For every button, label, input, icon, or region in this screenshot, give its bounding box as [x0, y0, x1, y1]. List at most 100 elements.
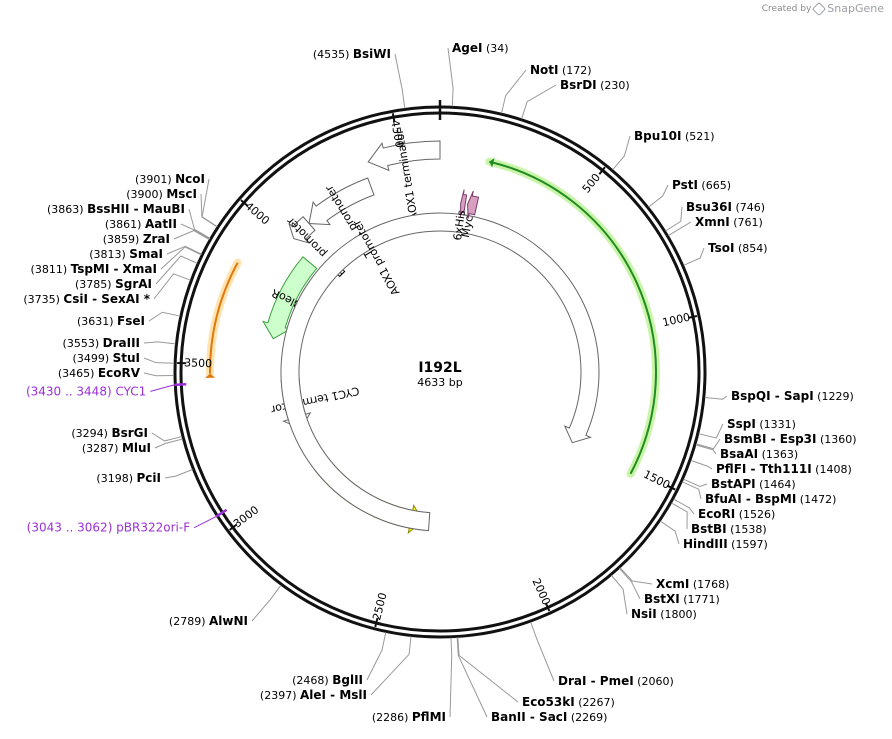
site-leader	[673, 498, 695, 515]
primer-sites: (3430 .. 3448) CYC1(3043 .. 3062) pBR322…	[26, 383, 228, 535]
site-leader	[143, 372, 175, 377]
credit-prefix: Created by	[761, 3, 812, 14]
site-leader	[660, 520, 680, 545]
site-label: (3499) StuI	[73, 351, 140, 365]
ring-tick-label: 4000	[242, 199, 272, 227]
site-label: PstI (665)	[672, 178, 731, 192]
ring-tick-label: 2500	[370, 591, 389, 621]
site-label: BsmBI - Esp3I (1360)	[724, 432, 857, 446]
ring-tick-label: 3500	[184, 356, 212, 370]
site-leader	[501, 69, 527, 114]
site-label: (3863) BssHII - MauBI	[47, 202, 185, 216]
site-leader	[251, 584, 282, 622]
site-label: BstAPI (1464)	[711, 477, 796, 491]
site-label: EcoRI (1526)	[698, 507, 775, 521]
site-leader	[521, 84, 557, 119]
site-label: (3785) SgrAI	[75, 277, 152, 291]
site-leader	[447, 47, 454, 107]
primer-leader	[193, 515, 217, 529]
site-label: Bsu36I (746)	[686, 200, 765, 214]
site-leader	[188, 208, 211, 239]
primer-leader	[150, 384, 175, 392]
site-label: (3294) BsrGI	[71, 426, 148, 440]
site-leader	[148, 311, 181, 322]
ring-tick	[598, 166, 606, 175]
site-leader	[394, 53, 406, 109]
site-label: BstXI (1771)	[644, 592, 720, 606]
site-leader	[683, 478, 708, 487]
site-leader	[164, 469, 193, 479]
site-label: (2286) PflMI	[372, 710, 446, 724]
site-label: (3861) AatII	[105, 217, 177, 231]
site-leader	[370, 636, 412, 696]
site-leader	[695, 444, 717, 455]
ring-tick-label: 1500	[641, 468, 672, 492]
site-label: NsiI (1800)	[631, 607, 697, 621]
site-label: (3198) PciI	[96, 471, 161, 485]
site-label: (2789) AlwNI	[169, 614, 248, 628]
site-label: (3465) EcoRV	[58, 366, 141, 380]
site-label: (2397) AleI - MslI	[260, 688, 367, 702]
site-label: NotI (172)	[530, 63, 592, 77]
ring-tick-label: 1000	[661, 311, 691, 330]
site-label: Bpu10I (521)	[634, 129, 715, 143]
site-label: BspQI - SapI (1229)	[731, 389, 854, 403]
site-leader	[160, 246, 202, 270]
site-label: (4535) BsiWI	[313, 47, 391, 61]
feature-arrow	[459, 189, 468, 218]
feature-arrow	[288, 216, 316, 244]
plasmid-name: I192L	[418, 360, 461, 376]
site-leader	[668, 221, 692, 236]
ring-tick-label: 3000	[231, 503, 261, 530]
site-leader	[671, 502, 688, 530]
site-label: (3900) MscI	[126, 187, 197, 201]
site-label: (3553) DraIII	[63, 336, 140, 350]
ring-tick-label: 4500	[388, 119, 406, 149]
site-leader	[155, 255, 198, 285]
ring-tick	[544, 602, 551, 612]
primer-label: (3043 .. 3062) pBR322ori-F	[27, 521, 191, 535]
site-label: BanII - SacI (2269)	[491, 710, 607, 724]
insert-band-arrowhead	[489, 157, 495, 168]
site-label: (3287) MluI	[82, 441, 151, 455]
site-label: (3859) ZraI	[103, 232, 170, 246]
site-leader	[665, 206, 683, 232]
backbone-ring	[173, 100, 707, 639]
site-label: XcmI (1768)	[656, 577, 729, 591]
site-leader	[154, 438, 183, 449]
site-leader	[690, 459, 713, 470]
site-label: (3631) FseI	[77, 314, 145, 328]
site-leader	[180, 223, 210, 240]
site-label: XmnI (761)	[695, 215, 763, 229]
site-label: AgeI (34)	[452, 41, 509, 55]
site-leader	[449, 637, 453, 718]
site-leader	[648, 184, 669, 208]
site-leader	[151, 432, 183, 442]
snapgene-logo-icon	[812, 1, 827, 16]
site-leader	[682, 481, 702, 500]
site-label: (2468) BglII	[292, 673, 363, 687]
feature-arrow	[467, 190, 480, 219]
site-leader	[456, 637, 488, 718]
site-label: (3813) SmaI	[89, 247, 163, 261]
insert-band	[209, 262, 239, 374]
feature-label: 6xHis	[451, 209, 468, 241]
site-leader	[530, 621, 555, 682]
primer-mark	[215, 508, 228, 518]
site-label: TsoI (854)	[708, 241, 768, 255]
site-leader	[619, 567, 653, 585]
site-label: BfuAI - BspMI (1472)	[705, 492, 836, 506]
feature-arrow	[308, 177, 375, 226]
site-leader	[143, 341, 176, 345]
site-leader	[366, 632, 387, 681]
site-label: (3901) NcoI	[135, 172, 205, 186]
ring-tick	[391, 113, 396, 123]
snapgene-credit: Created by SnapGene	[761, 1, 884, 16]
feature-arrow	[280, 212, 600, 532]
site-label: BstBI (1538)	[691, 522, 767, 536]
site-label: DraI - PmeI (2060)	[558, 674, 674, 688]
primer-mark	[174, 383, 187, 387]
site-leader	[611, 575, 628, 615]
site-leader	[695, 438, 721, 450]
site-leader	[143, 357, 175, 364]
